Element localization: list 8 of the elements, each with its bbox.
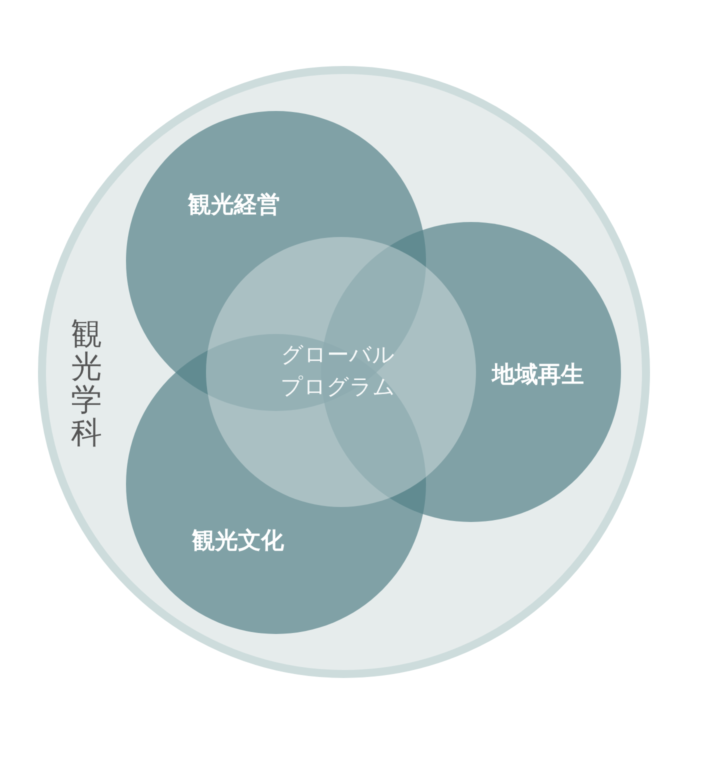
vertical-label: 観光学科 (71, 318, 102, 450)
circle-label: 観光経営 (188, 194, 280, 217)
outer-circle (38, 66, 650, 678)
circle-label: 観光文化 (192, 530, 284, 553)
venn-circle (126, 334, 426, 634)
circle-label: 地域再生 (492, 364, 584, 387)
circle-label: グローバルプログラム (280, 342, 396, 402)
center-circle (206, 237, 476, 507)
